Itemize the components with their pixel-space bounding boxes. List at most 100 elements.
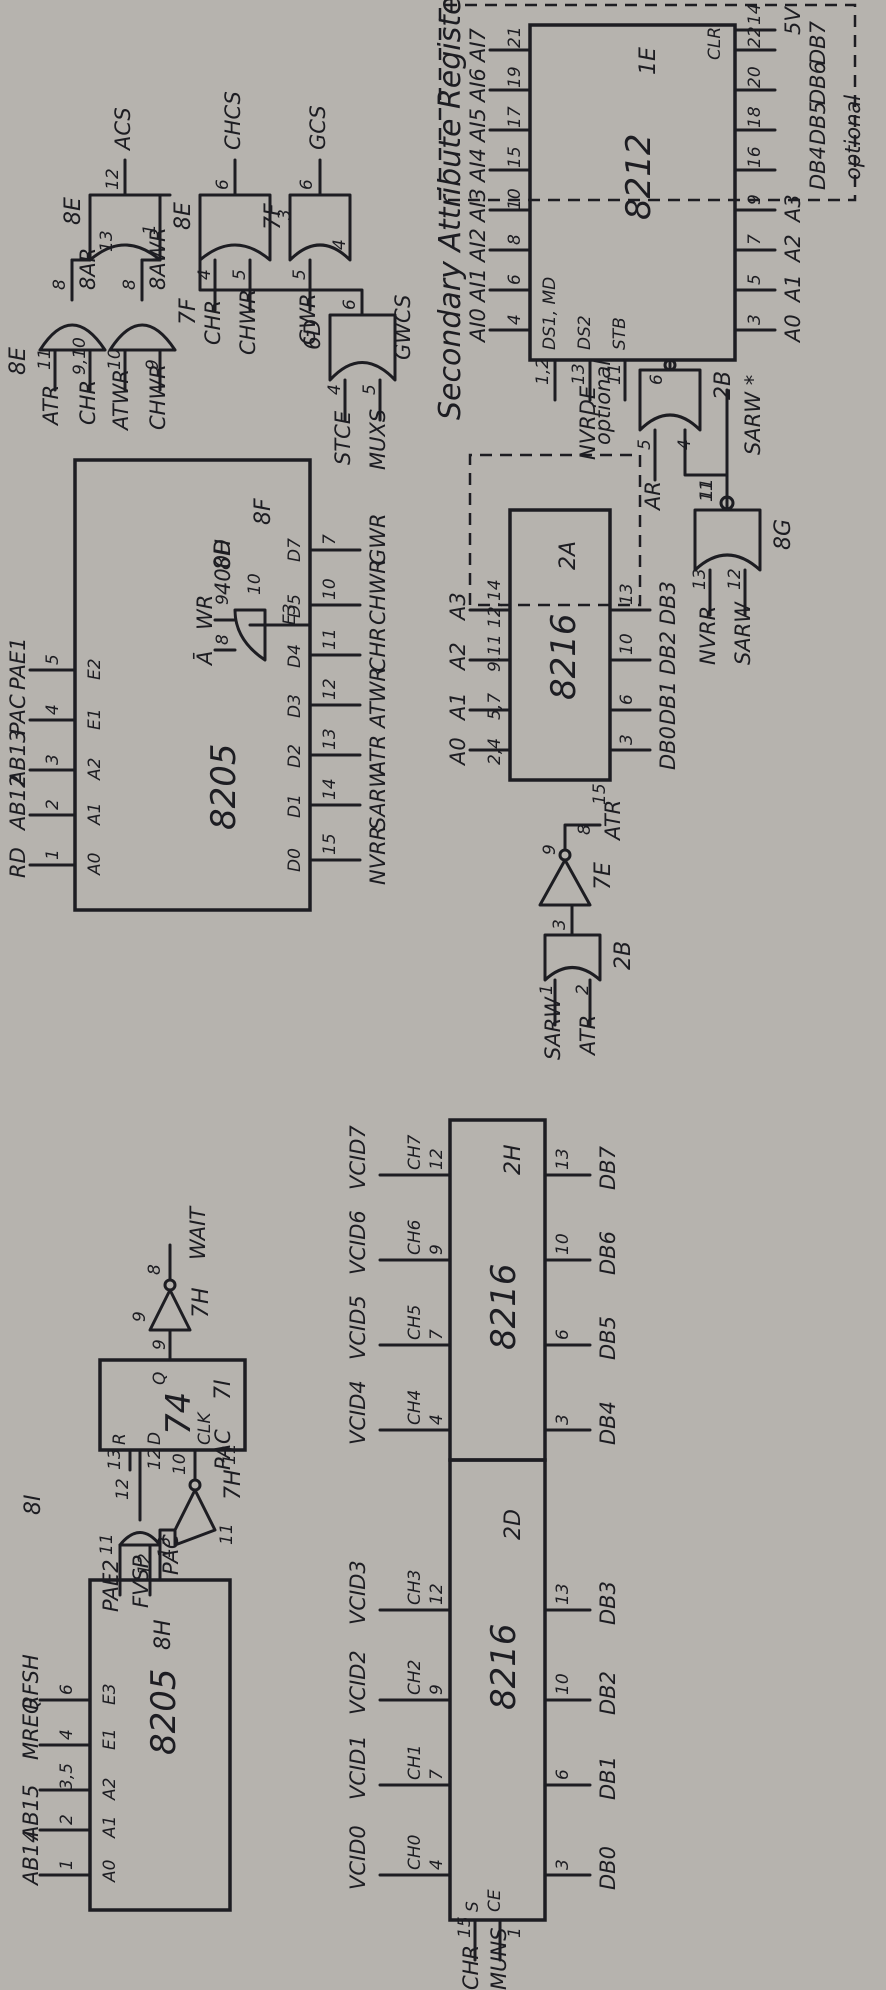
svg-text:9: 9 xyxy=(130,1311,150,1322)
svg-text:7E: 7E xyxy=(591,862,616,890)
svg-text:5V: 5V xyxy=(781,6,805,35)
svg-text:3: 3 xyxy=(43,754,63,765)
svg-text:AI7: AI7 xyxy=(466,27,490,64)
svg-text:10: 10 xyxy=(170,1453,190,1475)
svg-text:DB4: DB4 xyxy=(806,146,830,190)
svg-text:WR: WR xyxy=(193,595,217,630)
svg-text:22: 22 xyxy=(745,26,765,48)
svg-text:18: 18 xyxy=(745,106,765,128)
svg-text:8I: 8I xyxy=(21,1495,46,1516)
gate-7f-b: GWR 5 4 6 7F GCS xyxy=(261,105,352,345)
svg-text:10: 10 xyxy=(553,1233,573,1255)
svg-text:8D: 8D xyxy=(211,539,236,570)
svg-text:8216: 8216 xyxy=(484,1623,524,1710)
svg-text:4: 4 xyxy=(57,1729,77,1740)
svg-text:11: 11 xyxy=(217,1523,237,1545)
svg-text:1: 1 xyxy=(537,984,557,995)
svg-text:2B: 2B xyxy=(611,941,636,970)
svg-text:1: 1 xyxy=(505,1927,525,1938)
svg-text:ACS: ACS xyxy=(111,107,135,152)
svg-text:A0: A0 xyxy=(85,853,105,876)
svg-text:STB: STB xyxy=(610,317,630,350)
svg-text:8G: 8G xyxy=(771,519,796,550)
gate-8e-b: 13 1 12 8E ACS xyxy=(61,107,172,262)
svg-text:CLR: CLR xyxy=(705,27,725,60)
svg-text:AI3: AI3 xyxy=(466,188,490,224)
svg-text:16: 16 xyxy=(745,146,765,168)
svg-text:1E: 1E xyxy=(636,47,661,75)
svg-text:DB5: DB5 xyxy=(596,1316,620,1360)
svg-text:A2: A2 xyxy=(781,234,805,264)
svg-text:6: 6 xyxy=(553,1769,573,1780)
svg-text:AB14: AB14 xyxy=(19,1830,43,1888)
svg-text:12: 12 xyxy=(427,1148,447,1170)
svg-text:ATR: ATR xyxy=(366,735,390,777)
svg-text:6: 6 xyxy=(553,1329,573,1340)
svg-text:PAE2: PAE2 xyxy=(99,1559,123,1612)
svg-text:AI4: AI4 xyxy=(466,148,490,184)
svg-text:CH0: CH0 xyxy=(405,1835,425,1870)
svg-text:15: 15 xyxy=(320,833,340,855)
svg-text:5: 5 xyxy=(635,439,655,450)
svg-text:12,14: 12,14 xyxy=(485,579,505,628)
svg-text:6: 6 xyxy=(647,374,667,385)
svg-text:AB12: AB12 xyxy=(6,775,30,833)
svg-text:AI6: AI6 xyxy=(466,68,490,104)
svg-text:3: 3 xyxy=(553,1859,573,1870)
svg-text:1: 1 xyxy=(140,224,160,235)
svg-text:Ā: Ā xyxy=(193,651,217,667)
svg-text:CE: CE xyxy=(485,1889,505,1912)
svg-text:13: 13 xyxy=(155,1536,175,1558)
svg-text:2H: 2H xyxy=(501,1144,526,1175)
svg-text:A2: A2 xyxy=(446,642,470,672)
svg-text:10: 10 xyxy=(245,573,265,595)
svg-text:8: 8 xyxy=(120,279,140,290)
svg-text:DB1: DB1 xyxy=(596,1756,620,1800)
svg-text:ATWR: ATWR xyxy=(366,667,390,730)
svg-text:FVSP: FVSP xyxy=(129,1555,153,1608)
svg-text:VCID0: VCID0 xyxy=(346,1825,370,1890)
gate-8g: NVRR SARW 13 12 11 8G SARW * xyxy=(683,375,796,665)
svg-text:A1: A1 xyxy=(100,1816,120,1839)
svg-text:CHWR: CHWR xyxy=(236,289,260,355)
svg-text:PAC: PAC xyxy=(159,1534,183,1575)
svg-text:12: 12 xyxy=(725,568,745,590)
svg-text:CH1: CH1 xyxy=(405,1745,425,1780)
svg-text:AI2: AI2 xyxy=(466,228,490,264)
svg-text:5: 5 xyxy=(290,269,310,280)
svg-text:14: 14 xyxy=(745,3,765,25)
svg-text:7F: 7F xyxy=(261,203,286,230)
svg-text:AB13: AB13 xyxy=(6,730,30,788)
svg-text:8E: 8E xyxy=(61,197,86,225)
decoder-8h-inputs: AB14 AB15 MREQ RFSH 1 2 3,5 4 6 A0 A1 A2… xyxy=(19,1654,120,1887)
svg-text:SARW: SARW xyxy=(541,996,565,1060)
svg-text:8F: 8F xyxy=(251,498,276,525)
svg-text:SARW: SARW xyxy=(366,766,390,830)
svg-text:VCID6: VCID6 xyxy=(346,1210,370,1275)
svg-text:2A: 2A xyxy=(556,541,581,570)
svg-text:12: 12 xyxy=(427,1583,447,1605)
svg-text:GWR: GWR xyxy=(366,513,390,565)
svg-text:12: 12 xyxy=(113,1478,133,1500)
svg-text:NVRR: NVRR xyxy=(696,606,720,665)
svg-text:2D: 2D xyxy=(501,1509,526,1540)
svg-text:7F: 7F xyxy=(176,298,201,325)
svg-text:3: 3 xyxy=(275,209,295,220)
svg-text:6: 6 xyxy=(617,694,637,705)
svg-text:6: 6 xyxy=(213,179,233,190)
svg-text:10: 10 xyxy=(505,188,525,210)
gate-8e-c: CHR CHWR 4 5 6 3 8E CHCS xyxy=(171,91,295,355)
svg-text:2,4: 2,4 xyxy=(485,738,505,765)
svg-text:8212: 8212 xyxy=(619,133,659,220)
buffer-2d: 8216 2D S CE CHR MUNS 15 1 VCID0 VCID1 V… xyxy=(346,1458,620,1990)
svg-text:Q: Q xyxy=(150,1372,170,1385)
svg-text:13: 13 xyxy=(617,583,637,605)
svg-text:DB3: DB3 xyxy=(596,1581,620,1625)
svg-text:DB7: DB7 xyxy=(806,20,830,65)
svg-text:8: 8 xyxy=(505,234,525,245)
svg-text:15: 15 xyxy=(455,1916,475,1938)
svg-text:E1: E1 xyxy=(100,1728,120,1750)
svg-text:DB7: DB7 xyxy=(596,1145,620,1190)
svg-text:A1: A1 xyxy=(781,274,805,304)
